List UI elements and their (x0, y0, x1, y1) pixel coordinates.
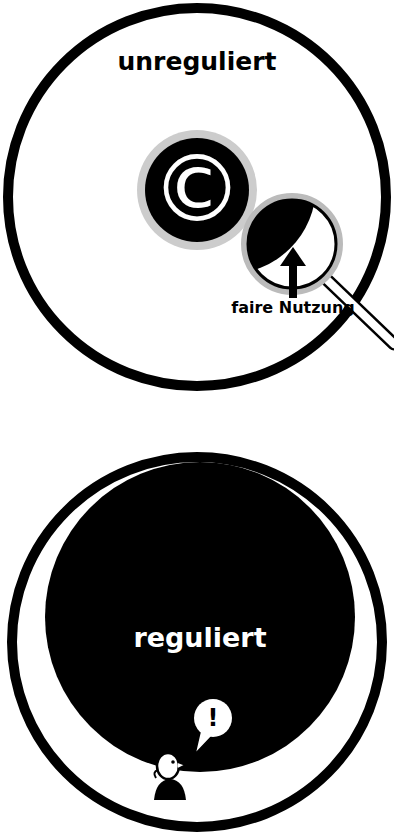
node-label: © (137, 130, 257, 250)
outer-ring (12, 457, 382, 827)
unregulated-circle: unreguliert © (3, 3, 391, 391)
node-label: unreguliert (3, 47, 391, 77)
halo (137, 130, 257, 250)
disc-fill (45, 462, 355, 772)
copyright-target: © (137, 130, 257, 250)
speech-bubble: ! (193, 698, 233, 738)
bubble-body (194, 699, 232, 737)
callout-label: faire Nutzung (213, 298, 373, 317)
node-label: reguliert (45, 622, 355, 654)
regulated-disc: reguliert! (45, 462, 355, 772)
node-label: ! (193, 698, 233, 738)
